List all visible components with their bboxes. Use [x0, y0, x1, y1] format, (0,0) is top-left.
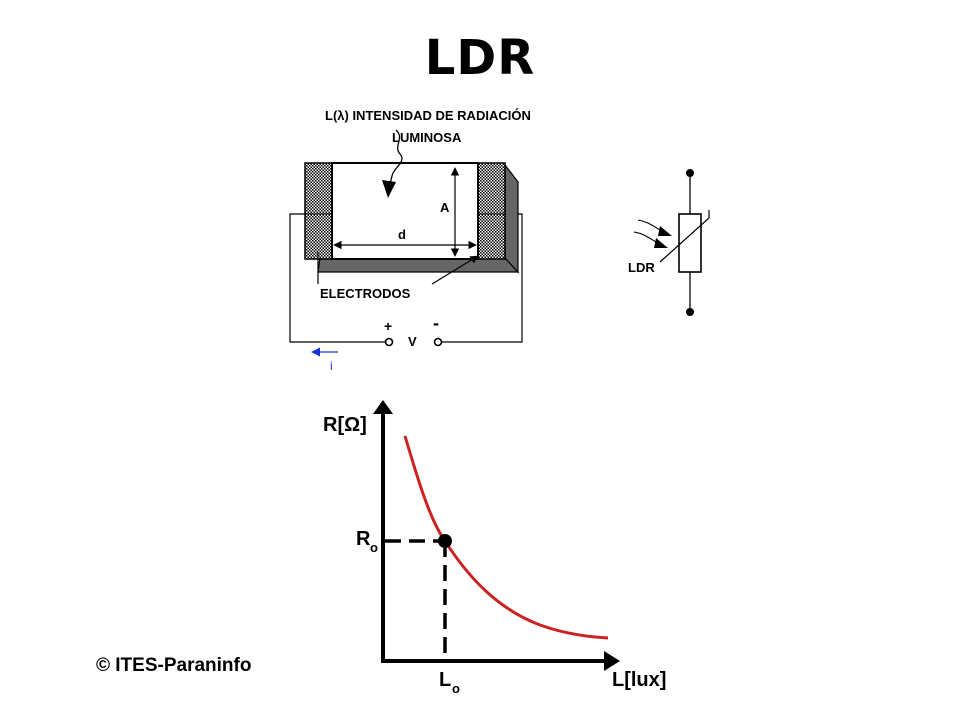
light-ray-arrowhead: [382, 180, 396, 198]
operating-point: [438, 534, 452, 548]
x-axis-arrowhead: [604, 651, 620, 671]
y-axis-label: R[Ω]: [323, 414, 367, 436]
l0-label: L: [439, 669, 451, 691]
electrode-right: [477, 162, 506, 260]
symbol-terminal-bottom: [686, 308, 694, 316]
symbol-variable-line: [659, 210, 710, 263]
electrodes-leader-right: [431, 255, 479, 285]
radiation-label-line2: LUMINOSA: [392, 130, 462, 145]
ldr-symbol: LDR: [628, 169, 710, 316]
dimension-a-label: A: [440, 200, 450, 215]
dimension-d-label: d: [398, 227, 406, 242]
page-title: LDR: [424, 30, 536, 86]
electrodes-label: ELECTRODOS: [320, 286, 411, 301]
current-label: i: [330, 359, 333, 373]
x-axis-label: L[lux]: [612, 669, 666, 691]
sensor-body-side: [504, 163, 519, 274]
symbol-light-arrowhead-2: [654, 238, 668, 248]
resistance-light-graph: R[Ω] L[lux] R o L o: [323, 400, 666, 696]
terminal-negative: [433, 337, 443, 347]
electrode-left: [304, 162, 333, 260]
radiation-label-line1: L(λ) INTENSIDAD DE RADIACIÓN: [325, 108, 531, 123]
symbol-resistor-body: [678, 213, 702, 273]
circuit-wire-left: [289, 213, 386, 343]
symbol-label: LDR: [628, 260, 655, 275]
sensor-body-shadow: [317, 257, 520, 273]
terminal-positive: [384, 337, 394, 347]
l0-subscript: o: [452, 681, 460, 696]
resistance-curve: [403, 435, 609, 640]
voltage-label: V: [408, 334, 417, 349]
light-ray-arrow: [388, 129, 403, 189]
y-axis-arrowhead: [373, 400, 393, 414]
r0-subscript: o: [370, 540, 378, 555]
r0-label: R: [356, 528, 371, 550]
plus-sign: +: [384, 318, 392, 334]
sensor-diagram: A d L(λ) INTENSIDAD DE RADIACIÓN LUMINOS…: [289, 108, 531, 373]
minus-sign: -: [433, 313, 439, 333]
symbol-light-arrowhead-1: [658, 226, 672, 236]
copyright-notice: © ITES-Paraninfo: [96, 655, 252, 676]
